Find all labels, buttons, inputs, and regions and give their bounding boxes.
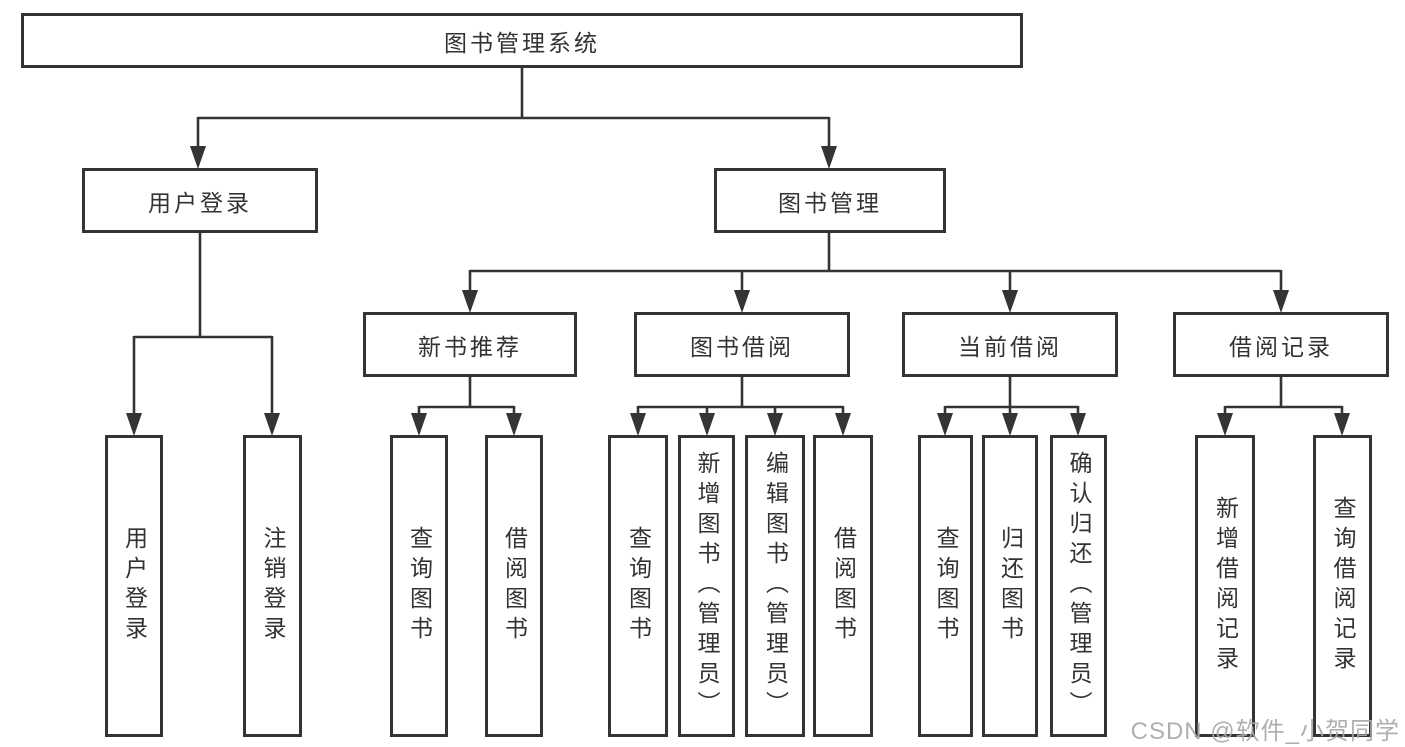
leaf-recommend-borrow-books: 借阅图书 [485,435,543,737]
csdn-watermark: CSDN @软件_小贺同学 [1130,718,1400,745]
node-new-book-recommendation: 新书推荐 [363,312,577,377]
leaf-sign-out: 注销登录 [243,435,302,737]
leaf-current-return-books: 归还图书 [982,435,1038,737]
leaf-borrowing-add-books-admin: 新增图书（管理员） [678,435,735,737]
leaf-borrowing-borrow-books: 借阅图书 [813,435,873,737]
leaf-borrowing-query-books: 查询图书 [608,435,668,737]
leaf-current-confirm-return-admin: 确认归还（管理员） [1050,435,1107,737]
arrowhead-icons [126,146,1350,436]
leaf-current-query-books: 查询图书 [918,435,973,737]
leaf-recommend-query-books: 查询图书 [390,435,448,737]
node-user-login: 用户登录 [82,168,318,233]
leaf-records-add-record: 新增借阅记录 [1195,435,1255,737]
node-borrowing-records: 借阅记录 [1173,312,1389,377]
node-library-management-system: 图书管理系统 [21,13,1023,68]
node-current-borrowing: 当前借阅 [902,312,1118,377]
leaf-borrowing-edit-books-admin: 编辑图书（管理员） [745,435,805,737]
leaf-user-login: 用户登录 [105,435,163,737]
node-book-borrowing: 图书借阅 [634,312,850,377]
node-book-management: 图书管理 [714,168,946,233]
leaf-records-query-record: 查询借阅记录 [1313,435,1372,737]
